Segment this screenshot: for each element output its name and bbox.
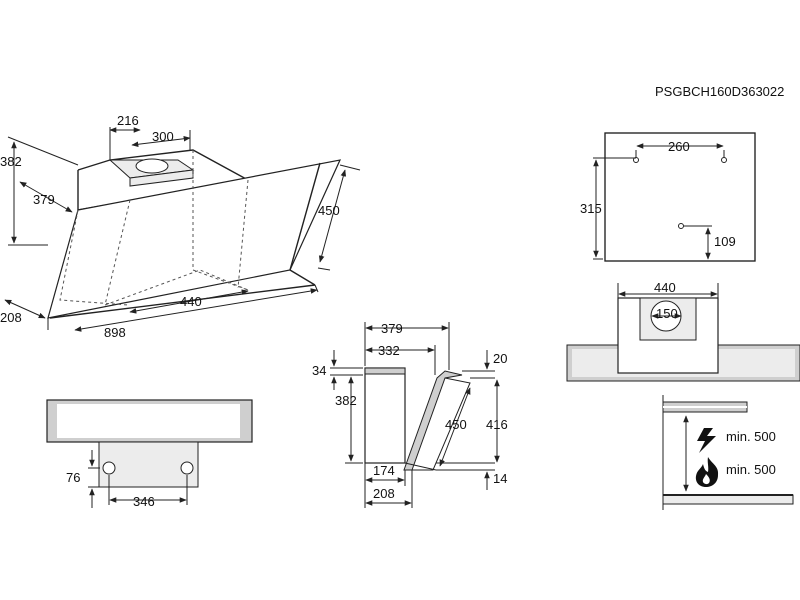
side-dim-450: 450	[445, 417, 467, 432]
side-dim-20: 20	[493, 351, 507, 366]
dim-379: 379	[33, 192, 55, 207]
hood-front-view: 76 346	[46, 399, 253, 509]
hook-hole-right	[721, 157, 727, 163]
dim-346: 346	[133, 494, 155, 509]
dim-382: 382	[0, 154, 22, 169]
dim-450: 450	[318, 203, 340, 218]
model-code: PSGBCH160D363022	[655, 84, 784, 99]
dim-898: 898	[104, 325, 126, 340]
flame-icon	[695, 457, 719, 487]
plate-dim-315: 315	[580, 201, 602, 216]
hood-side-view: 379 332 34 382 20 416 450 14 174	[312, 321, 508, 508]
side-dim-14: 14	[493, 471, 507, 486]
plate-dim-260: 260	[668, 139, 690, 154]
wall-plate	[604, 132, 756, 262]
side-body	[364, 367, 406, 464]
side-dim-332: 332	[378, 343, 400, 358]
side-dim-382: 382	[335, 393, 357, 408]
lightning-icon	[697, 428, 716, 453]
side-dim-416: 416	[486, 417, 508, 432]
dim-208: 208	[0, 310, 22, 325]
top-dim-150: 150	[656, 306, 678, 321]
clearance-hob	[662, 494, 794, 505]
hood-3d-view: 216 300 382 379 450 440 208 898	[0, 113, 361, 340]
front-chimney	[98, 441, 199, 488]
outlet-ring	[135, 158, 169, 174]
hood-top-view: 150 440	[566, 280, 800, 382]
side-dim-379: 379	[381, 321, 403, 336]
lower-hole	[678, 223, 684, 229]
dim-440: 440	[180, 294, 202, 309]
dim-300: 300	[152, 129, 174, 144]
top-dim-440: 440	[654, 280, 676, 295]
gas-clearance-label: min. 500	[726, 462, 776, 477]
dim-216: 216	[117, 113, 139, 128]
fixing-hole-right	[180, 461, 194, 475]
electric-clearance-label: min. 500	[726, 429, 776, 444]
side-dim-174: 174	[373, 463, 395, 478]
side-dim-34: 34	[312, 363, 326, 378]
clearance-view: min. 500 min. 500	[662, 395, 794, 510]
dim-76: 76	[66, 470, 80, 485]
hood-top-edge	[77, 149, 249, 181]
plate-dim-109: 109	[714, 234, 736, 249]
side-dim-208: 208	[373, 486, 395, 501]
fixing-hole-left	[102, 461, 116, 475]
wall-plate-view: 260 315 109	[580, 132, 756, 262]
